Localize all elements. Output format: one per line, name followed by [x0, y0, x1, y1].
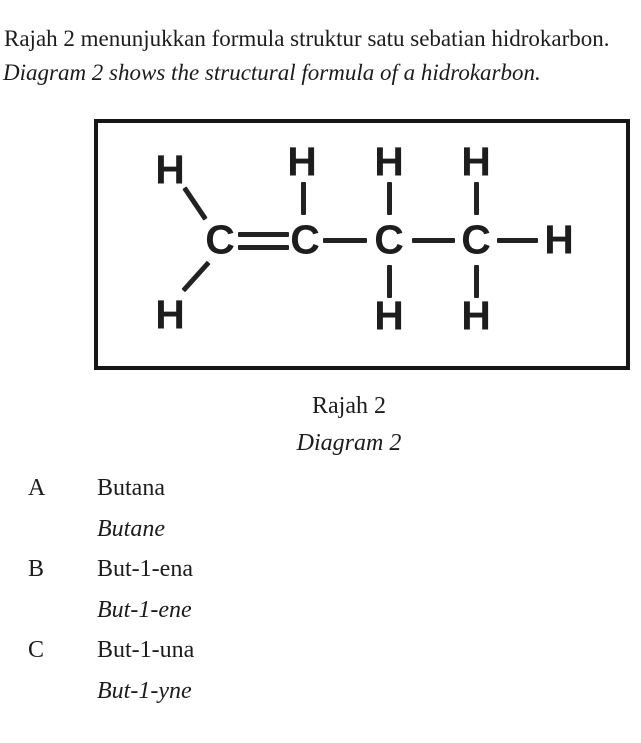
option-c-letter: C [28, 637, 45, 663]
hydrogen-right: H [544, 216, 574, 263]
option-a-label-english: Butane [97, 516, 165, 542]
option-b-letter: B [28, 556, 45, 582]
bond-c4-h [497, 237, 538, 243]
hydrogen-top-left: H [155, 146, 185, 193]
carbon-1: C [205, 216, 235, 263]
option-b-label-english: But-1-ene [97, 597, 192, 623]
hydrogen-above-carbon-4: H [461, 138, 491, 185]
hydrogen-above-carbon-2: H [287, 138, 317, 185]
option-c-label-english: But-1-yne [97, 678, 192, 704]
double-bond-upper [238, 232, 289, 237]
hydrogen-bottom-left: H [155, 291, 185, 338]
bond-h-c2-vertical [300, 182, 306, 215]
option-a-letter: A [28, 475, 46, 501]
bond-c2-c3 [323, 237, 367, 243]
bond-h-c1-diagonal-bottom [180, 260, 211, 292]
carbon-4: C [461, 216, 491, 263]
bond-h-c1-diagonal-top [181, 186, 208, 221]
option-a-label-malay: Butana [97, 475, 165, 501]
bond-c3-c4 [412, 237, 455, 243]
hydrogen-above-carbon-3: H [374, 138, 404, 185]
option-c-label-malay: But-1-una [97, 637, 195, 663]
bond-h-c4-vertical-top [473, 182, 479, 215]
bond-h-c3-vertical-top [386, 182, 392, 215]
question-text-english: Diagram 2 shows the structural formula o… [3, 60, 541, 85]
option-b-label-malay: But-1-ena [97, 556, 193, 582]
carbon-2: C [290, 216, 320, 263]
figure-caption-english: Diagram 2 [296, 430, 402, 456]
hydrogen-below-carbon-3: H [374, 292, 404, 339]
figure-caption-malay: Rajah 2 [312, 393, 386, 419]
double-bond-lower [238, 245, 289, 250]
question-text-malay: Rajah 2 menunjukkan formula struktur sat… [4, 26, 610, 51]
carbon-3: C [374, 216, 404, 263]
hydrogen-below-carbon-4: H [461, 292, 491, 339]
